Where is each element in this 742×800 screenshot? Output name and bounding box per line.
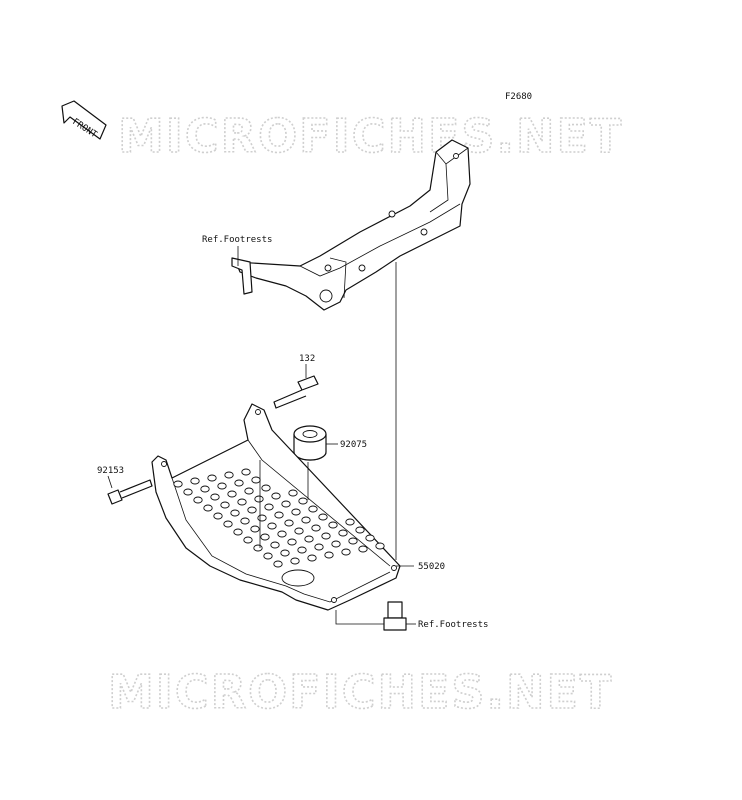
label-132: 132 (299, 354, 315, 364)
perforation-hole (307, 554, 317, 562)
perforation-hole (244, 487, 254, 495)
perforation-hole (297, 546, 307, 554)
watermark-bottom: MICROFICHES.NET (108, 665, 613, 719)
label-92153: 92153 (97, 466, 124, 476)
perforation-hole (314, 543, 324, 551)
perforation-hole (345, 518, 355, 526)
perforation-hole (247, 506, 257, 514)
bolt-ref-footrests (383, 601, 407, 631)
perforation-hole (294, 527, 304, 535)
perforation-hole (318, 513, 328, 521)
perforation-hole (287, 538, 297, 546)
frame-bracket (231, 139, 471, 311)
perforation-hole (281, 500, 291, 508)
perforation-hole (301, 516, 311, 524)
perforation-hole (291, 508, 301, 516)
perforation-hole (375, 542, 385, 550)
perforation-hole (311, 524, 321, 532)
perforation-hole (183, 488, 193, 496)
perforation-hole (348, 537, 358, 545)
perforation-hole (284, 519, 294, 527)
perforation-holes (173, 468, 385, 568)
perforation-hole (331, 540, 341, 548)
perforation-hole (271, 492, 281, 500)
front-arrow-icon: FRONT (61, 100, 107, 141)
perforation-hole (207, 474, 217, 482)
bolt-92153 (107, 479, 153, 505)
perforation-hole (288, 489, 298, 497)
bolt-132 (273, 375, 319, 409)
perforation-hole (304, 535, 314, 543)
perforation-hole (290, 557, 300, 565)
perforation-hole (338, 529, 348, 537)
perforation-hole (267, 522, 277, 530)
perforation-hole (240, 517, 250, 525)
perforation-hole (273, 560, 283, 568)
perforation-hole (253, 544, 263, 552)
label-ref-footrests-bottom: Ref.Footrests (418, 620, 488, 630)
perforation-hole (355, 526, 365, 534)
grommet-92075 (293, 425, 327, 461)
perforation-hole (224, 471, 234, 479)
perforation-hole (227, 490, 237, 498)
perforation-hole (234, 479, 244, 487)
figure-code: F2680 (505, 92, 532, 102)
watermark-top: MICROFICHES.NET (118, 109, 623, 163)
perforation-hole (230, 509, 240, 517)
perforation-hole (203, 504, 213, 512)
perforation-hole (237, 498, 247, 506)
perforation-hole (217, 482, 227, 490)
label-ref-footrests-top: Ref.Footrests (202, 235, 272, 245)
perforation-hole (254, 495, 264, 503)
perforation-hole (298, 497, 308, 505)
perforation-hole (261, 484, 271, 492)
perforation-hole (223, 520, 233, 528)
perforation-hole (324, 551, 334, 559)
perforation-hole (260, 533, 270, 541)
perforation-hole (270, 541, 280, 549)
perforation-hole (173, 480, 183, 488)
perforation-hole (263, 552, 273, 560)
reference-bracket (335, 610, 392, 625)
perforation-hole (308, 505, 318, 513)
perforation-hole (280, 549, 290, 557)
perforation-hole (358, 545, 368, 553)
perforation-hole (328, 521, 338, 529)
perforation-hole (210, 493, 220, 501)
skid-plate-55020 (151, 403, 401, 611)
label-92075: 92075 (340, 440, 367, 450)
label-55020: 55020 (418, 562, 445, 572)
perforation-hole (257, 514, 267, 522)
leader-92153 (107, 475, 113, 489)
perforation-hole (365, 534, 375, 542)
perforation-hole (274, 511, 284, 519)
perforation-hole (241, 468, 251, 476)
perforation-hole (250, 525, 260, 533)
perforation-hole (264, 503, 274, 511)
perforation-hole (243, 536, 253, 544)
perforation-hole (193, 496, 203, 504)
perforation-hole (277, 530, 287, 538)
perforation-hole (200, 485, 210, 493)
perforation-hole (220, 501, 230, 509)
perforation-hole (190, 477, 200, 485)
perforation-hole (233, 528, 243, 536)
perforation-hole (341, 548, 351, 556)
perforation-hole (213, 512, 223, 520)
perforation-hole (321, 532, 331, 540)
perforation-hole (251, 476, 261, 484)
